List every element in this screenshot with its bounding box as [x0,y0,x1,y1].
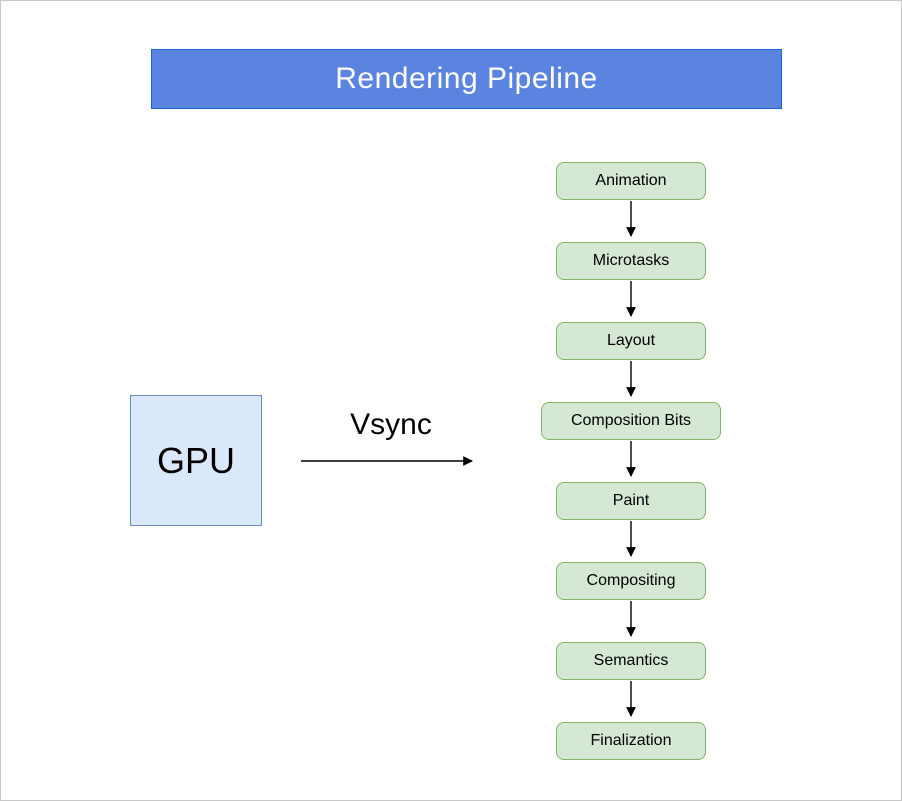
stage-node-compositing: Compositing [556,562,706,600]
stage-node-layout: Layout [556,322,706,360]
stage-label: Animation [595,172,667,189]
stage-label: Composition Bits [570,412,692,429]
gpu-node: GPU [130,395,262,526]
stage-label: Compositing [586,572,676,589]
stage-node-composition-bits: Composition Bits [541,402,721,440]
stage-label: Paint [612,492,650,509]
vsync-arrow-label: Vsync [350,408,432,441]
stage-label: Layout [606,332,656,349]
stage-label: Finalization [590,732,672,749]
gpu-node-label: GPU [156,439,235,481]
stage-node-semantics: Semantics [556,642,706,680]
stage-label: Semantics [593,652,669,669]
stage-node-microtasks: Microtasks [556,242,706,280]
stage-node-paint: Paint [556,482,706,520]
stage-node-finalization: Finalization [556,722,706,760]
diagram-title: Rendering Pipeline [151,49,782,109]
stage-node-animation: Animation [556,162,706,200]
stage-label: Microtasks [592,252,670,269]
